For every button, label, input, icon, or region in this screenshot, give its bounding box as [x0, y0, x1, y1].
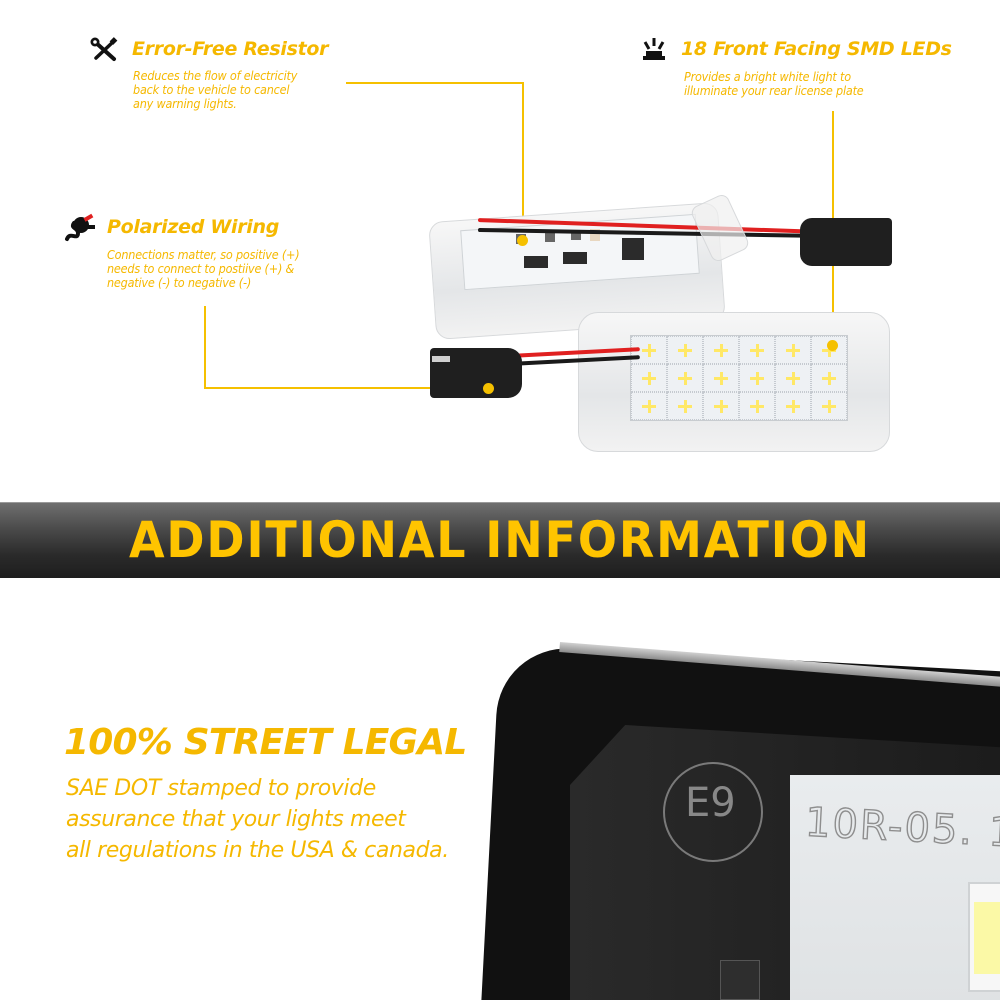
desc-line: illuminate your rear license plate	[684, 83, 864, 98]
feature-title-wiring: Polarized Wiring	[107, 216, 280, 238]
led	[811, 392, 847, 420]
desc-line: Reduces the flow of electricity	[133, 68, 298, 83]
led	[739, 336, 775, 364]
feature-desc-resistor: Reduces the flow of electricity back to …	[133, 69, 297, 111]
led	[703, 392, 739, 420]
mounting-tab	[720, 960, 760, 1000]
callout-dot-wiring	[483, 383, 494, 394]
smd-pad	[545, 232, 555, 242]
callout-line-wiring-v	[204, 306, 206, 389]
desc-line: Connections matter, so positive (+)	[107, 247, 300, 262]
desc-line: needs to connect to postiive (+) &	[107, 261, 295, 276]
section-banner: ADDITIONAL INFORMATION	[0, 502, 1000, 578]
led	[703, 336, 739, 364]
led-panel	[630, 335, 848, 421]
wrench-screwdriver-icon	[90, 37, 118, 63]
ic-chip	[622, 238, 644, 260]
led	[631, 392, 667, 420]
street-legal-desc: SAE DOT stamped to provide assurance tha…	[66, 773, 449, 866]
callout-line-wiring-h	[204, 387, 488, 389]
desc-line: back to the vehicle to cancel	[133, 82, 290, 97]
desc-line: Provides a bright white light to	[684, 69, 851, 84]
led	[667, 336, 703, 364]
desc-line: all regulations in the USA & canada.	[66, 838, 449, 863]
smd-pad	[571, 230, 581, 240]
feature-desc-wiring: Connections matter, so positive (+) need…	[107, 247, 300, 290]
banner-title: ADDITIONAL INFORMATION	[128, 511, 872, 569]
plug-cable-icon	[64, 213, 100, 243]
feature-desc-leds: Provides a bright white light to illumin…	[684, 70, 864, 98]
feature-title-resistor: Error-Free Resistor	[132, 38, 329, 60]
e-mark-stamp	[663, 762, 763, 862]
resistor-chip	[563, 252, 587, 264]
led	[739, 364, 775, 392]
led	[775, 392, 811, 420]
lit-reflector	[790, 775, 1000, 1000]
led	[811, 364, 847, 392]
led	[775, 336, 811, 364]
led	[667, 392, 703, 420]
callout-line-resistor-v	[522, 82, 524, 240]
led	[631, 364, 667, 392]
desc-line: negative (-) to negative (-)	[107, 275, 252, 290]
led	[775, 364, 811, 392]
resistor-chip	[524, 256, 548, 268]
callout-line-resistor-h	[346, 82, 524, 84]
e-mark-text: E9	[685, 780, 736, 826]
smd-pad	[590, 229, 600, 241]
smd-led-core	[974, 902, 1000, 974]
t10-plug-top	[800, 218, 892, 266]
desc-line: SAE DOT stamped to provide	[66, 776, 376, 801]
led	[739, 392, 775, 420]
plug-pin	[432, 356, 450, 362]
desc-line: assurance that your lights meet	[66, 807, 406, 832]
callout-dot-resistor	[517, 235, 528, 246]
led	[703, 364, 739, 392]
street-legal-title: 100% STREET LEGAL	[64, 722, 467, 763]
feature-title-leds: 18 Front Facing SMD LEDs	[681, 38, 952, 60]
led	[667, 364, 703, 392]
callout-dot-leds	[827, 340, 838, 351]
desc-line: any warning lights.	[133, 96, 237, 111]
light-beacon-icon	[640, 36, 668, 62]
